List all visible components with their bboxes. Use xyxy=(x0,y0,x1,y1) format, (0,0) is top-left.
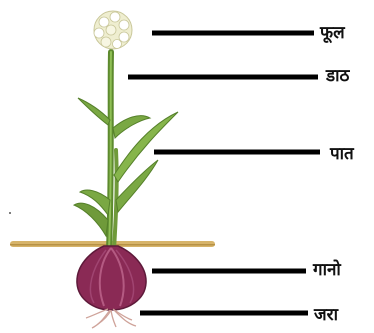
label-leaf: पात xyxy=(330,146,354,163)
label-flower: फूल xyxy=(320,25,345,42)
pointer-lines xyxy=(128,33,320,313)
label-stem: डाठ xyxy=(326,68,349,85)
stray-dot xyxy=(9,212,11,214)
flower-head xyxy=(94,11,132,49)
roots xyxy=(86,309,136,328)
leaves xyxy=(74,98,178,236)
label-root: जरा xyxy=(314,307,338,324)
label-bulb: गानो xyxy=(313,262,341,279)
bulb xyxy=(77,246,146,310)
stem xyxy=(109,52,117,250)
